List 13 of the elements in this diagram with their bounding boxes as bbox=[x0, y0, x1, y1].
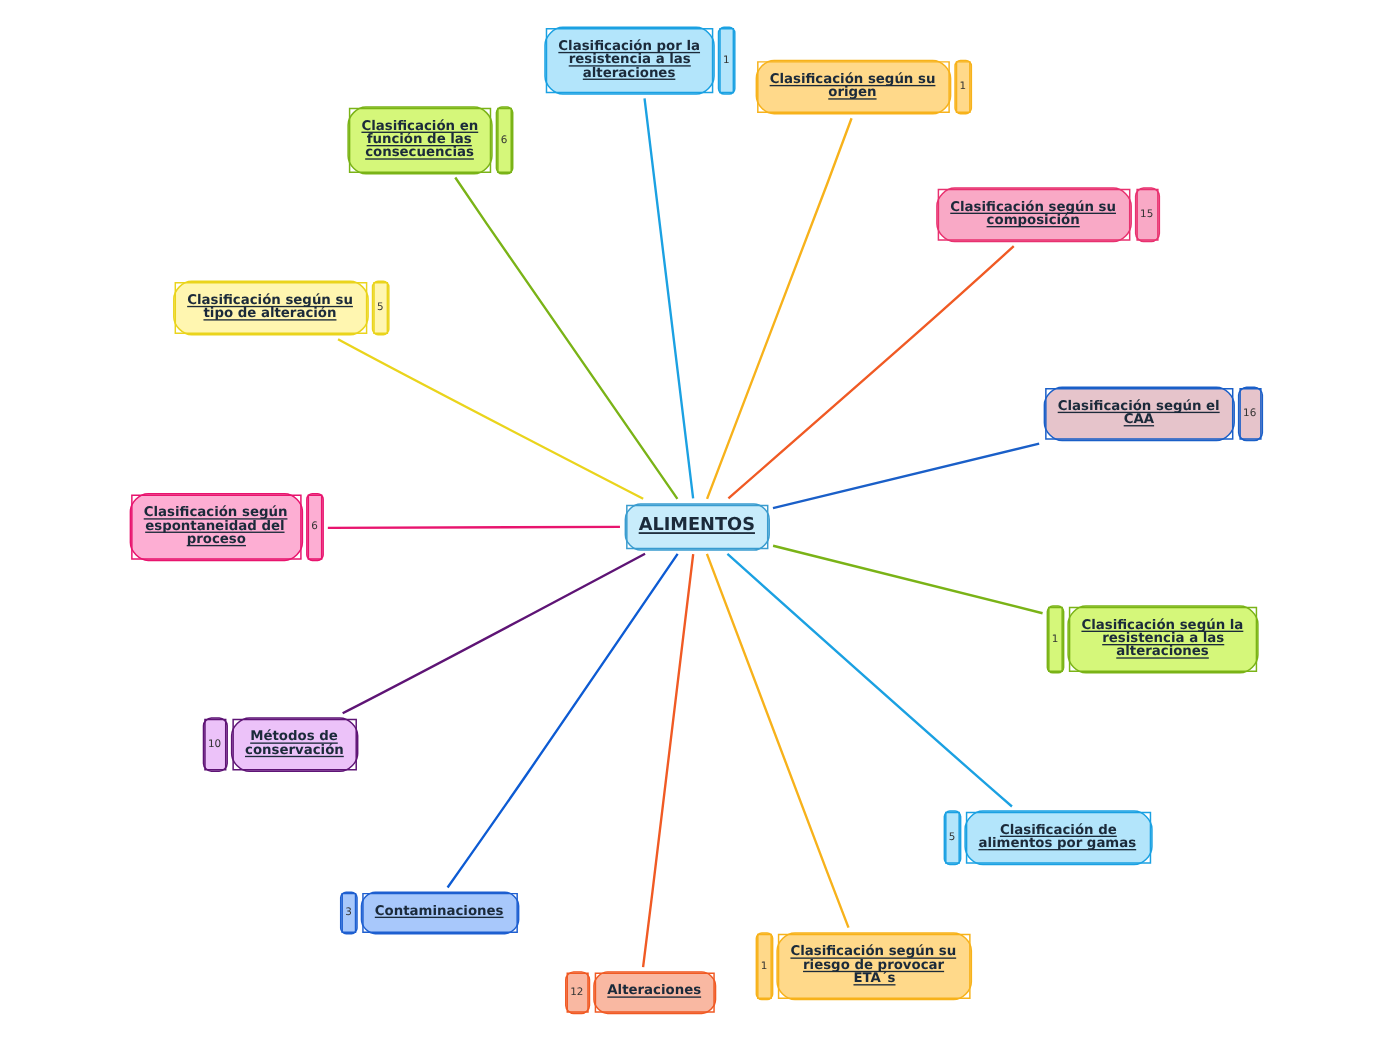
connector bbox=[726, 553, 1013, 808]
connector bbox=[772, 442, 1040, 510]
connector bbox=[641, 554, 695, 968]
connector bbox=[705, 553, 850, 929]
connector bbox=[454, 176, 679, 500]
connector bbox=[705, 117, 853, 500]
connector bbox=[342, 552, 646, 715]
connector bbox=[337, 338, 644, 500]
connector bbox=[643, 98, 695, 499]
connector bbox=[727, 245, 1015, 500]
connector bbox=[772, 544, 1043, 615]
connector bbox=[327, 525, 620, 530]
connector bbox=[446, 553, 679, 889]
